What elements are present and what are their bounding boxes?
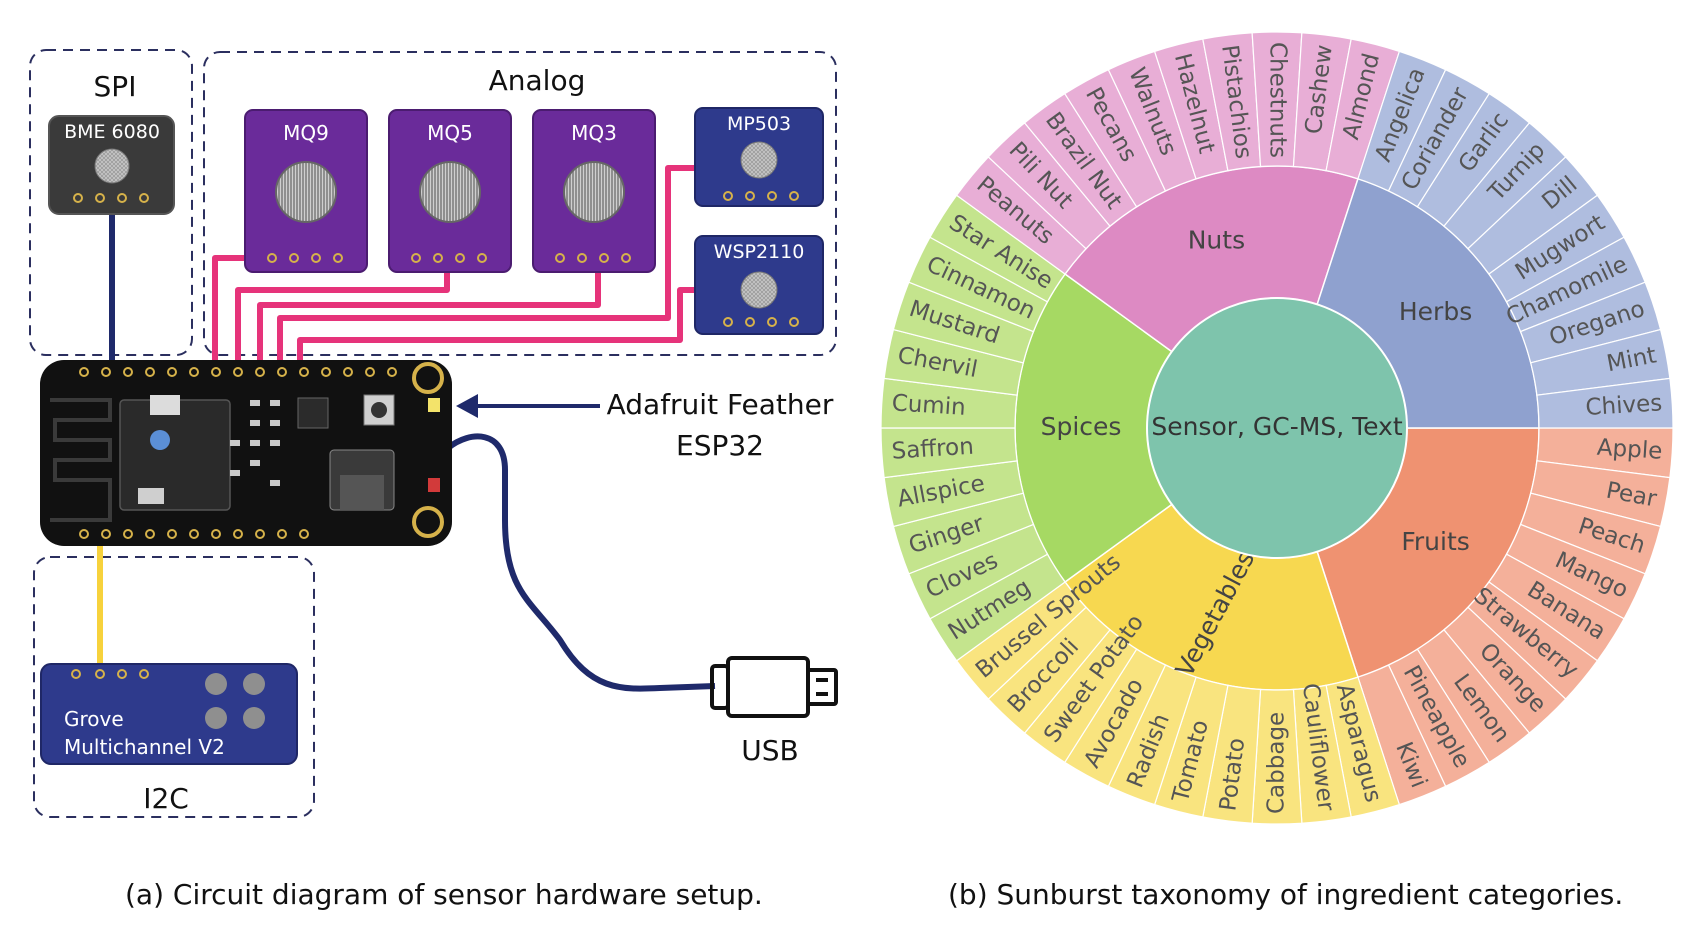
leaf-chives <box>1536 377 1674 429</box>
sector-label-fruits: Fruits <box>1401 527 1469 556</box>
sector-label-nuts: Nuts <box>1188 226 1245 255</box>
mq3-label: MQ3 <box>571 121 617 145</box>
sunburst-center <box>1146 297 1408 559</box>
i2c-label: I2C <box>143 782 189 815</box>
mq5-sensor: MQ5 <box>388 109 512 273</box>
mp503-sensor: MP503 <box>694 107 824 207</box>
feather-esp32-board <box>40 360 452 546</box>
mq9-label: MQ9 <box>283 121 329 145</box>
mq5-label: MQ5 <box>427 121 473 145</box>
sector-label-herbs: Herbs <box>1399 297 1472 326</box>
circuit-diagram: SPI Analog I2C BME 6080 MQ9 <box>29 49 838 818</box>
usb-plug-icon <box>710 656 838 718</box>
leaf-label-saffron: Saffron <box>891 434 975 465</box>
grove-label-line2: Multichannel V2 <box>64 735 225 759</box>
usb-label: USB <box>741 734 798 767</box>
spi-label: SPI <box>94 70 137 103</box>
sunburst-chart: ApplePearPeachMangoBananaStrawberryOrang… <box>880 31 1674 825</box>
wsp2110-sensor: WSP2110 <box>694 235 824 335</box>
leaf-label-chives: Chives <box>1585 390 1663 421</box>
leaf-label-cumin: Cumin <box>891 390 967 421</box>
mq9-sensor: MQ9 <box>244 109 368 273</box>
grove-multichannel-module: Grove Multichannel V2 <box>40 663 298 765</box>
usb-cable <box>446 433 716 692</box>
wsp2110-label: WSP2110 <box>714 241 805 263</box>
analog-label: Analog <box>489 64 586 97</box>
board-arrow-head <box>456 394 478 418</box>
mp503-label: MP503 <box>727 113 791 135</box>
caption-a: (a) Circuit diagram of sensor hardware s… <box>125 878 763 911</box>
i2c-group-box <box>33 556 315 818</box>
mq3-sensor: MQ3 <box>532 109 656 273</box>
board-label-line1: Adafruit Feather <box>607 388 834 421</box>
sector-label-spices: Spices <box>1041 412 1122 441</box>
bme-label: BME 6080 <box>64 121 160 143</box>
leaf-label-apple: Apple <box>1596 435 1663 465</box>
board-label-line2: ESP32 <box>676 429 764 462</box>
analog-wires <box>212 165 695 366</box>
grove-label-line1: Grove <box>64 707 124 731</box>
leaf-label-chestnuts: Chestnuts <box>1265 42 1291 158</box>
bme-sensor: BME 6080 <box>48 115 175 215</box>
leaf-label-cabbage: Cabbage <box>1264 712 1290 814</box>
caption-b: (b) Sunburst taxonomy of ingredient cate… <box>948 878 1624 911</box>
sunburst-center-label: Sensor, GC-MS, Text <box>1151 412 1403 441</box>
